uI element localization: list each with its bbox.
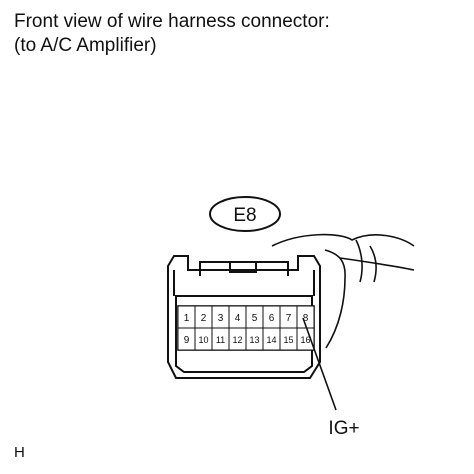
pin-label-10: 10 [198,335,208,345]
pin-label-8: 8 [303,313,309,324]
pin-label-15: 15 [283,335,293,345]
pin-label-16: 16 [300,335,310,345]
pin-label-1: 1 [184,313,190,324]
pin-label-7: 7 [286,313,292,324]
figure-code: H [14,444,25,461]
caption-line-1: Front view of wire harness connector: [14,11,330,32]
pin-label-2: 2 [201,313,207,324]
connector-id-oval [209,196,281,232]
terminal-label: IG+ [328,418,359,439]
pin-label-9: 9 [184,335,190,346]
pin-label-6: 6 [269,313,275,324]
pin-label-4: 4 [235,313,241,324]
pin-cell-16 [296,327,315,351]
pin-row-bottom: 9 10 11 12 13 14 15 16 [177,327,315,351]
pin-label-3: 3 [218,313,224,324]
wire-harness-bundle [271,233,415,349]
pin-label-5: 5 [252,313,258,324]
pin-label-13: 13 [249,335,259,345]
caption-line-2: (to A/C Amplifier) [14,35,157,56]
pin-label-14: 14 [266,335,276,345]
pin-label-11: 11 [216,335,225,345]
pin-label-12: 12 [232,335,242,345]
terminal-leader-line [302,317,337,411]
diagram-caption: Front view of wire harness connector: (t… [14,10,330,58]
connector-id-label: E8 [233,205,256,226]
